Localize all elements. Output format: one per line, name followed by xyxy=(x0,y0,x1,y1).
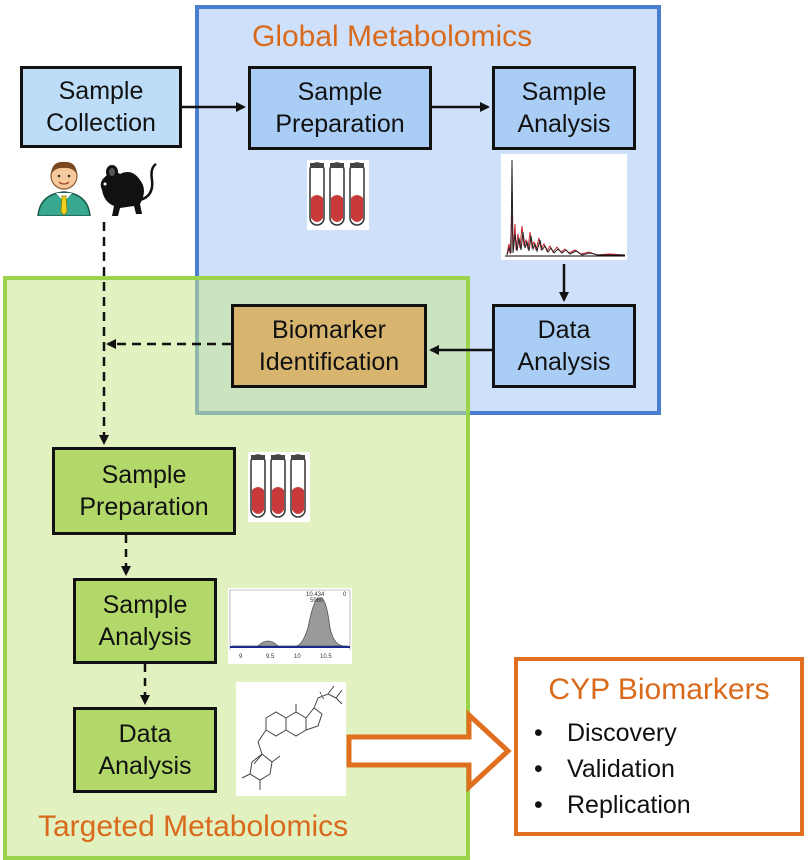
targeted-sample-preparation-line-1: Sample xyxy=(101,461,187,489)
biomarker-identification-line-2: Identification xyxy=(258,348,400,376)
biomarker-identification-box: Biomarker Identification xyxy=(231,304,427,388)
global-sample-preparation-line-2: Preparation xyxy=(275,110,405,138)
targeted-sample-analysis-line-2: Analysis xyxy=(98,623,192,651)
cyp-item-label: Discovery xyxy=(567,719,677,747)
cyp-item-discovery: • Discovery xyxy=(534,719,677,748)
targeted-sample-analysis-line-1: Sample xyxy=(102,591,188,619)
mouse-icon xyxy=(100,162,157,216)
test-tubes-icon xyxy=(248,452,310,522)
global-data-analysis-line-2: Analysis xyxy=(517,348,611,376)
x-tick: 9.5 xyxy=(266,654,275,660)
targeted-sample-analysis-box: Sample Analysis xyxy=(73,578,217,664)
cyp-biomarkers-box: CYP Biomarkers • Discovery • Validation • R… xyxy=(514,657,804,836)
test-tubes-icon xyxy=(307,160,369,230)
targeted-data-analysis-box: Data Analysis xyxy=(73,707,217,793)
targeted-data-analysis-line-2: Analysis xyxy=(98,752,192,780)
targeted-data-analysis-line-1: Data xyxy=(118,720,172,748)
sample-collection-line-1: Sample xyxy=(58,77,144,105)
peak-label: 10.434 xyxy=(306,592,325,598)
bullet: • xyxy=(534,791,543,819)
sample-collection-line-2: Collection xyxy=(46,109,156,137)
x-tick: 10.5 xyxy=(320,654,332,660)
peak-plot-icon: 10.434 5960 0 9 9.5 10 10.5 xyxy=(228,588,352,664)
global-sample-analysis-line-1: Sample xyxy=(521,78,607,106)
global-sample-analysis-line-2: Analysis xyxy=(517,110,611,138)
molecule-structure-icon xyxy=(236,682,346,796)
biomarker-identification-line-1: Biomarker xyxy=(272,316,386,344)
global-sample-preparation-box: Sample Preparation xyxy=(248,66,432,150)
bullet: • xyxy=(534,755,543,783)
global-sample-analysis-box: Sample Analysis xyxy=(492,66,636,150)
peak-label-2: 5960 xyxy=(310,598,324,604)
global-sample-preparation-line-1: Sample xyxy=(297,78,383,106)
cyp-item-validation: • Validation xyxy=(534,755,675,784)
cyp-item-label: Validation xyxy=(567,755,675,783)
global-data-analysis-box: Data Analysis xyxy=(492,304,636,388)
sample-collection-box: Sample Collection xyxy=(20,66,182,148)
x-tick: 9 xyxy=(239,654,243,660)
corner-label: 0 xyxy=(343,592,347,598)
cyp-biomarkers-title: CYP Biomarkers xyxy=(548,673,770,706)
targeted-sample-preparation-line-2: Preparation xyxy=(79,493,209,521)
chromatogram-icon xyxy=(501,154,627,260)
person-icon xyxy=(37,161,91,216)
cyp-item-replication: • Replication xyxy=(534,791,691,820)
global-metabolomics-title: Global Metabolomics xyxy=(252,20,533,53)
bullet: • xyxy=(534,719,543,747)
global-data-analysis-line-1: Data xyxy=(537,316,591,344)
x-tick: 10 xyxy=(294,654,301,660)
output-arrow xyxy=(346,709,512,793)
targeted-metabolomics-title: Targeted Metabolomics xyxy=(38,810,349,843)
cyp-item-label: Replication xyxy=(567,791,691,819)
targeted-sample-preparation-box: Sample Preparation xyxy=(52,447,236,535)
